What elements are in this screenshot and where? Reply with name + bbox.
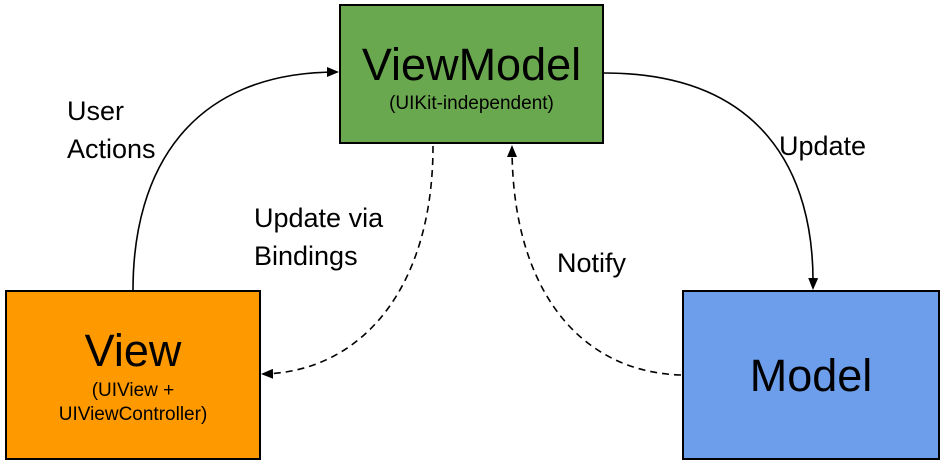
update-arrow	[603, 72, 819, 290]
update-via-bindings-label: Update via Bindings	[254, 203, 384, 271]
notify-arrow	[507, 145, 682, 376]
view-title: View	[84, 325, 182, 376]
model-title: Model	[749, 350, 873, 401]
update-label: Update	[779, 131, 867, 161]
user-actions-arrow	[132, 67, 339, 291]
notify-label: Notify	[557, 248, 627, 278]
user-actions-label: User Actions	[67, 96, 156, 164]
update-via-bindings-arrow	[261, 145, 434, 379]
view-node: View (UIView + UIViewController)	[5, 290, 261, 460]
view-subtitle: (UIView + UIViewController)	[58, 380, 208, 425]
model-node: Model	[682, 290, 940, 460]
viewmodel-node: ViewModel (UIKit-independent)	[339, 4, 604, 144]
viewmodel-title: ViewModel	[361, 39, 582, 90]
viewmodel-subtitle: (UIKit-independent)	[389, 93, 554, 114]
